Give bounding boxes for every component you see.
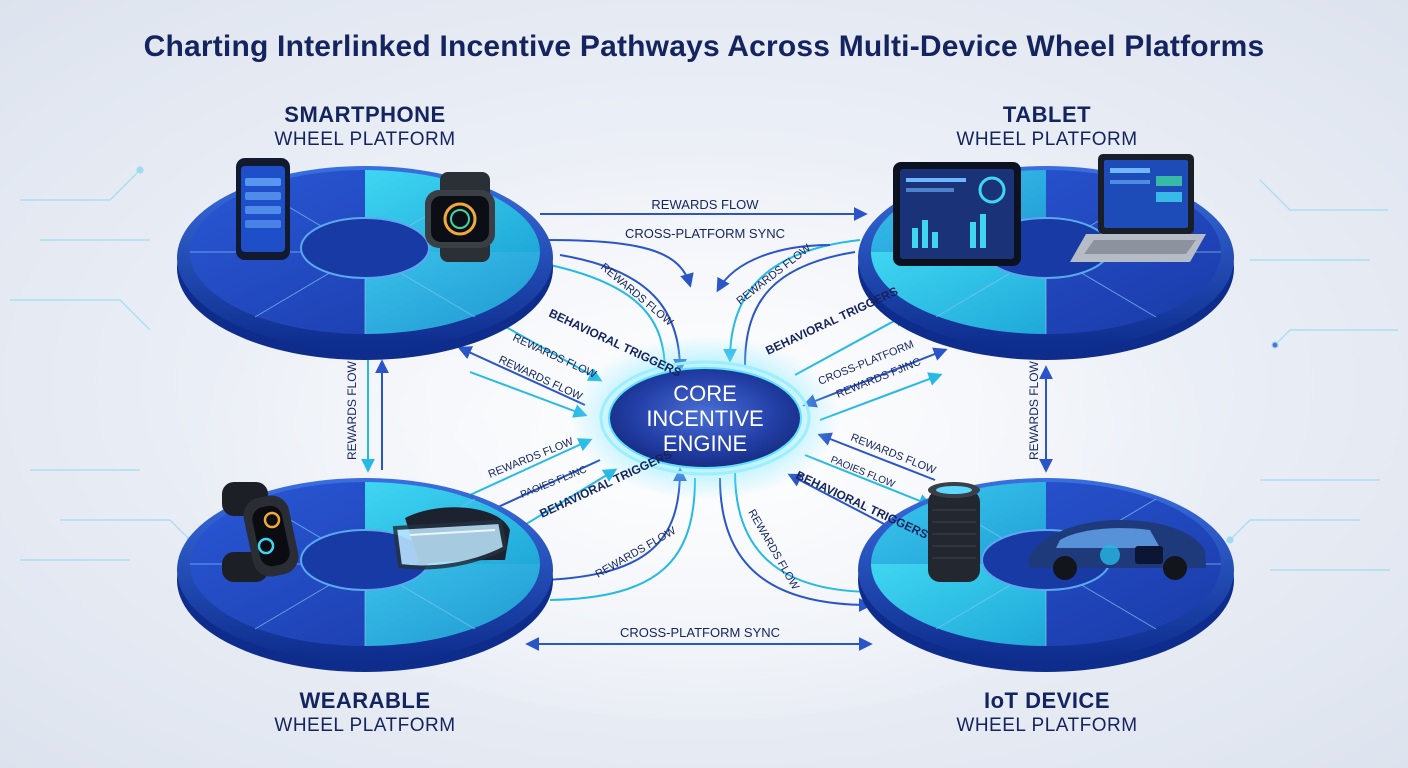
smartphone-platform-sub: WHEEL PLATFORM [274, 129, 456, 150]
wearable-platform-sub: WHEEL PLATFORM [274, 715, 456, 736]
smartphone-icon [236, 158, 290, 260]
br-diagonal-1 [817, 432, 936, 481]
top-sync-arrow [544, 239, 694, 288]
tablet-icon [893, 162, 1021, 266]
right-vertical-label: REWARDS FLOW [1027, 360, 1041, 460]
vr-goggles-icon [392, 507, 510, 570]
top-rewards-label: REWARDS FLOW [651, 197, 759, 212]
circuit-lines-left [10, 166, 194, 561]
bl-curve-arrow-2 [549, 477, 696, 601]
wearable-platform-label: WEARABLE WHEEL PLATFORM [195, 688, 535, 738]
tl-diagonal-3 [469, 371, 588, 418]
br-diagonal-2 [804, 454, 933, 508]
iot-platform-label: IoT DEVICE WHEEL PLATFORM [877, 688, 1217, 738]
tablet-platform-label: TABLET WHEEL PLATFORM [877, 102, 1217, 152]
tablet-platform-sub: WHEEL PLATFORM [956, 129, 1138, 150]
tl-diagonal-1 [489, 317, 603, 382]
core-incentive-engine[interactable]: CORE INCENTIVE ENGINE [570, 336, 840, 500]
core-label-line2: INCENTIVE [646, 406, 763, 431]
fitness-band-icon [222, 482, 299, 582]
smartphone-platform-name: SMARTPHONE [284, 102, 446, 127]
left-vertical-label: REWARDS FLOW [345, 360, 359, 460]
bl-diagonal-1 [469, 438, 593, 496]
tr-top-left-arrow [716, 244, 831, 293]
bottom-sync-label: CROSS-PLATFORM SYNC [620, 625, 780, 640]
connected-car-icon [1028, 520, 1206, 580]
top-sync-label: CROSS-PLATFORM SYNC [625, 226, 785, 241]
core-label-line3: ENGINE [663, 431, 747, 456]
iot-platform-name: IoT DEVICE [983, 688, 1110, 713]
wearable-platform-name: WEARABLE [299, 688, 431, 713]
iot-platform-sub: WHEEL PLATFORM [956, 715, 1138, 736]
laptop-icon [1070, 154, 1206, 262]
smart-speaker-icon [928, 482, 980, 582]
tl-diagonal-2 [457, 346, 586, 406]
core-label-line1: CORE [673, 381, 737, 406]
circuit-lines-right [1226, 179, 1398, 571]
smartphone-platform-label: SMARTPHONE WHEEL PLATFORM [195, 102, 535, 152]
smartwatch-icon [425, 172, 495, 262]
br-curve-arrow [734, 471, 878, 599]
tablet-platform-name: TABLET [1002, 102, 1092, 127]
br-curve-arrow-2 [719, 477, 873, 612]
tr-diagonal-3 [819, 372, 943, 421]
smartphone-wheel-disc[interactable] [177, 166, 553, 360]
page-title: Charting Interlinked Incentive Pathways … [143, 30, 1265, 63]
